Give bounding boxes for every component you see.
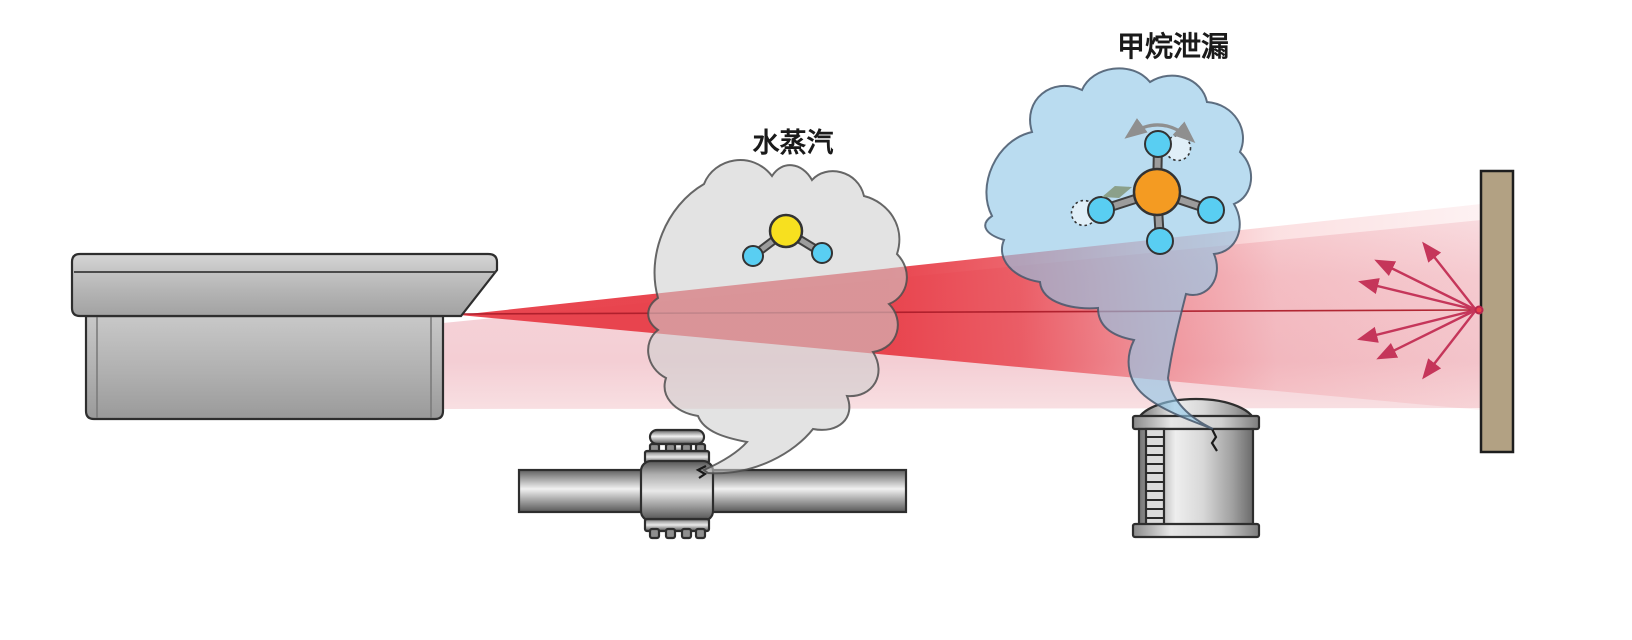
scatter-arrow [1376, 308, 1477, 360]
hydrogen-atom [1146, 227, 1174, 255]
vibration-arrow-icon [1101, 185, 1133, 199]
valve-crack [695, 465, 708, 479]
water-vapor-cloud [647, 159, 908, 475]
tank-rim-bottom [1131, 522, 1261, 539]
methane-molecule [1070, 118, 1225, 255]
hydrogen-atom [1144, 130, 1172, 158]
rotation-arrow-icon [1124, 118, 1196, 143]
ladder-rungs [1146, 436, 1164, 519]
scatter-arrow [1422, 241, 1477, 311]
pipeline-valve [517, 428, 908, 540]
laser-camera [70, 252, 499, 421]
scatter-arrow [1358, 278, 1477, 312]
valve-handwheel [648, 428, 706, 446]
water-molecule [742, 213, 833, 267]
scatter-arrow [1374, 259, 1477, 312]
beam-center-line [459, 309, 1478, 315]
bolt [648, 527, 661, 540]
pipe-right [710, 468, 908, 514]
pipe-left [517, 468, 644, 514]
divergent-laser-beam [443, 204, 1481, 410]
water-vapor-label: 水蒸汽 [753, 128, 834, 158]
laser-spot-core [1476, 307, 1482, 313]
hydrogen-atom [1087, 196, 1115, 224]
target-wall [1479, 169, 1515, 454]
beam-red-cone [459, 204, 1481, 410]
bolt [664, 527, 677, 540]
carbon-atom [1132, 167, 1182, 217]
valve-flange-bottom [643, 517, 711, 533]
scatter-arrow [1357, 308, 1477, 343]
hydrogen-atom [742, 245, 764, 267]
camera-body [84, 314, 445, 421]
bolt [694, 527, 707, 540]
oxygen-atom [768, 213, 804, 249]
valve-body [639, 459, 715, 523]
hydrogen-atom [1197, 196, 1225, 224]
hydrogen-atom [811, 242, 833, 264]
backscattered-light [1357, 241, 1484, 380]
methane-leak-label: 甲烷泄漏 [1117, 30, 1229, 62]
bolt [680, 527, 693, 540]
camera-lid [70, 252, 499, 318]
tank-ladder [1144, 427, 1166, 527]
tank-crack [1210, 428, 1218, 452]
valve-bottom-bolts [648, 527, 707, 540]
scatter-arrow [1422, 309, 1477, 380]
